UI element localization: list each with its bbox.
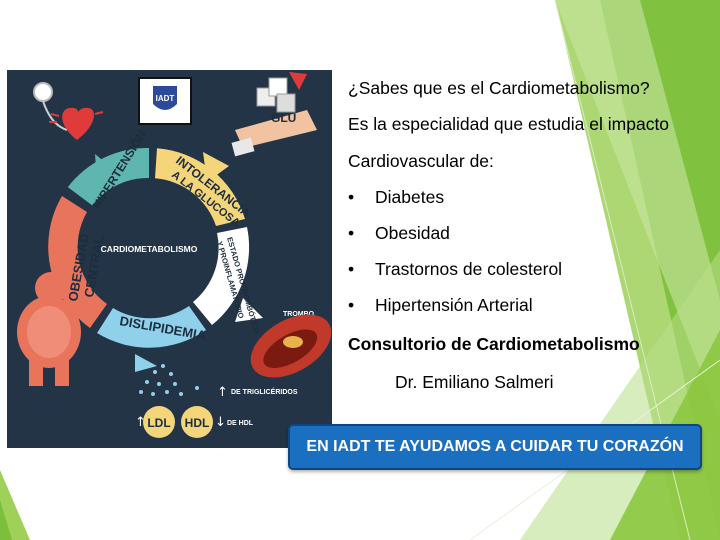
heart-icon — [33, 82, 104, 140]
list-item-label: Hipertensión Arterial — [375, 295, 533, 315]
consultorio-title: Consultorio de Cardiometabolismo — [348, 334, 640, 354]
list-item-label: Diabetes — [375, 187, 445, 207]
bullet-icon: • — [348, 223, 355, 243]
segment-dislipidemia — [97, 306, 206, 348]
arrow-up-trig: ↑ — [217, 385, 228, 400]
ldl-badge — [143, 406, 175, 438]
intro-line-3: Cardiovascular de: — [348, 151, 494, 171]
bullet-icon: • — [348, 259, 355, 279]
ldl-label: LDL — [147, 416, 170, 430]
doctor-name: Dr. Emiliano Salmeri — [395, 372, 554, 392]
hdl-note-label: DE HDL — [227, 420, 254, 427]
arrow-up-ldl: ↑ — [135, 415, 146, 430]
trigliceridos-label: DE TRIGLICÉRIDOS — [231, 387, 298, 396]
list-item-label: Trastornos de colesterol — [375, 259, 563, 279]
bullet-icon: • — [348, 295, 355, 315]
obese-figure-icon — [17, 272, 81, 386]
glu-label: GLU — [271, 111, 296, 125]
bullet-icon: • — [348, 187, 355, 207]
cardiometabolism-infographic: HIPERTENSIÓN INTOLERANCIA A LA GLUCOSA E… — [7, 70, 332, 448]
segment-estado — [193, 227, 250, 325]
intro-line-2: Es la especialidad que estudia el impact… — [348, 114, 670, 134]
glucose-icon: GLU — [231, 72, 317, 157]
cta-button[interactable]: EN IADT TE AYUDAMOS A CUIDAR TU CORAZÓN — [288, 424, 702, 470]
trombo-label: TROMBO — [283, 311, 315, 318]
segment-intolerancia — [155, 148, 245, 226]
intro-question: ¿Sabes que es el Cardiometabolismo? — [348, 78, 650, 98]
label-center: CARDIOMETABOLISMO — [101, 244, 198, 254]
logo-text: IADT — [156, 94, 175, 103]
list-item-label: Obesidad — [375, 223, 450, 243]
hdl-badge — [181, 406, 213, 438]
lipid-particles-icon — [139, 364, 199, 396]
trombo-icon: TROMBO — [250, 311, 332, 378]
arrow-down-hdl: ↓ — [215, 415, 226, 430]
hdl-label: HDL — [185, 416, 210, 430]
